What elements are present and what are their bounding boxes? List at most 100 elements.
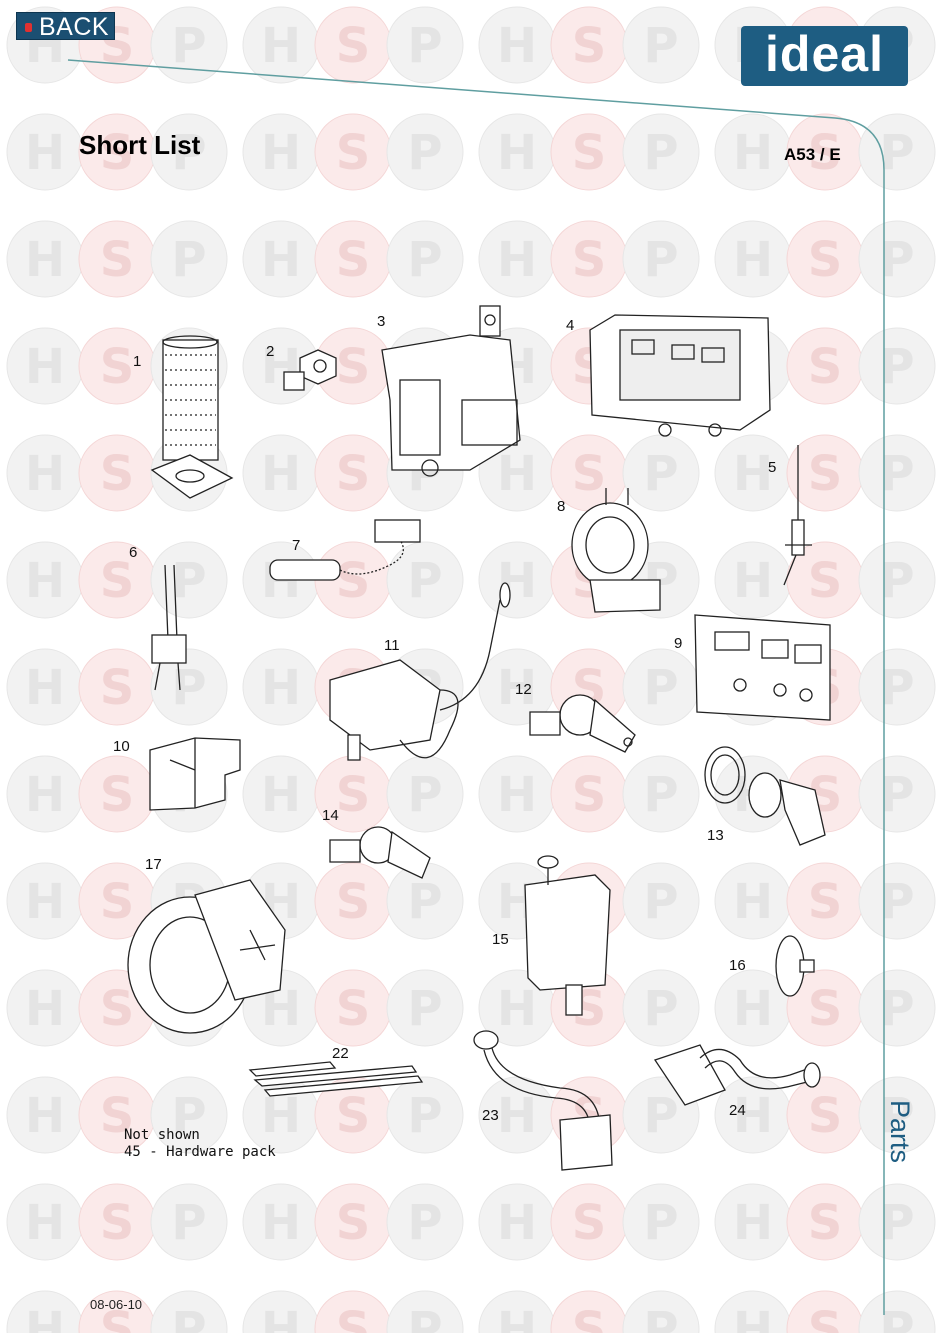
watermark-letter: S: [100, 660, 135, 716]
watermark-circle: [386, 969, 464, 1047]
note-line-1: Not shown: [124, 1127, 200, 1143]
watermark-letter: S: [808, 1088, 843, 1144]
part-24-pipe-bracket-icon[interactable]: [653, 1044, 821, 1106]
part-4-control-box-icon[interactable]: [589, 314, 771, 437]
watermark-letter: H: [261, 1302, 301, 1333]
watermark-circle: [150, 220, 228, 298]
watermark-circle: [622, 6, 700, 84]
watermark-letter: S: [808, 874, 843, 930]
part-number: 6: [129, 544, 137, 561]
watermark-letter: H: [733, 446, 773, 502]
watermark-letter: S: [100, 1302, 135, 1333]
watermark-letter: S: [572, 18, 607, 74]
watermark-letter: H: [733, 874, 773, 930]
watermark-circle: [386, 1183, 464, 1261]
watermark-letter: H: [25, 446, 65, 502]
watermark-letter: P: [643, 1088, 678, 1144]
watermark-circle: [858, 1290, 936, 1333]
part-23-pipe-icon[interactable]: [473, 1030, 613, 1171]
part-number: 7: [292, 537, 300, 554]
part-17-fan-icon[interactable]: [127, 879, 286, 1034]
part-14-limit-stat-icon[interactable]: [329, 826, 431, 879]
part-11-thermostat-icon[interactable]: [329, 582, 511, 761]
part-number: 17: [145, 856, 162, 873]
part-7-ignition-lead-icon[interactable]: [269, 519, 421, 581]
watermark-letter: P: [879, 446, 914, 502]
watermark-letter: P: [879, 553, 914, 609]
part-6-spark-electrode-icon[interactable]: [151, 564, 187, 691]
part-9-pcb-icon[interactable]: [694, 614, 831, 721]
watermark-letter: S: [336, 446, 371, 502]
watermark-letter: S: [100, 125, 135, 181]
watermark-circle: [622, 113, 700, 191]
watermark-circle: [622, 220, 700, 298]
watermark-circle: [150, 1183, 228, 1261]
part-3-gas-valve-icon[interactable]: [381, 305, 521, 477]
watermark-letter: S: [808, 1302, 843, 1333]
watermark-letter: S: [572, 1195, 607, 1251]
watermark-letter: P: [407, 125, 442, 181]
watermark-circle: [386, 1076, 464, 1154]
watermark-letter: S: [808, 339, 843, 395]
part-16-knob-icon[interactable]: [775, 935, 815, 997]
watermark-circle: [622, 862, 700, 940]
page-title: Short List: [79, 130, 201, 160]
watermark-letter: P: [643, 1195, 678, 1251]
watermark-letter: S: [100, 874, 135, 930]
watermark-letter: P: [643, 767, 678, 823]
watermark-letter: S: [808, 125, 843, 181]
watermark-circle: [858, 541, 936, 619]
watermark-circle: [386, 1290, 464, 1333]
watermark-letter: H: [497, 767, 537, 823]
watermark-letter: S: [336, 125, 371, 181]
watermark-circle: [150, 1076, 228, 1154]
watermark-letter: H: [25, 1195, 65, 1251]
part-13-sensor-coil-icon[interactable]: [704, 746, 826, 846]
watermark-letter: P: [643, 660, 678, 716]
watermark-letter: P: [407, 1195, 442, 1251]
watermark-letter: P: [407, 767, 442, 823]
watermark-circle: [386, 6, 464, 84]
part-2-injector-icon[interactable]: [283, 349, 337, 391]
part-15-vessel-icon[interactable]: [524, 855, 611, 1016]
part-22-seal-strips-icon[interactable]: [248, 1061, 424, 1097]
watermark-letter: S: [100, 553, 135, 609]
part-12-overheat-stat-icon[interactable]: [529, 694, 636, 753]
watermark-circle: [622, 1183, 700, 1261]
brand-logo: ideal: [741, 26, 908, 86]
watermark-letter: H: [497, 18, 537, 74]
watermark-letter: H: [25, 339, 65, 395]
part-10-bracket-icon[interactable]: [149, 737, 241, 811]
part-number: 8: [557, 498, 565, 515]
watermark-circle: [858, 113, 936, 191]
watermark-letter: P: [643, 1302, 678, 1333]
watermark-letter: P: [643, 446, 678, 502]
watermark-circle: [386, 113, 464, 191]
side-tab-parts[interactable]: Parts: [885, 1100, 915, 1164]
watermark-circle: [150, 648, 228, 726]
watermark-circle: [150, 1290, 228, 1333]
part-number: 13: [707, 827, 724, 844]
watermark-letter: P: [879, 660, 914, 716]
watermark-letter: S: [336, 981, 371, 1037]
watermark-circle: [858, 969, 936, 1047]
back-button[interactable]: BACK: [16, 12, 115, 41]
watermark-letter: H: [497, 981, 537, 1037]
watermark-circle: [622, 755, 700, 833]
watermark-letter: S: [808, 232, 843, 288]
part-5-electrode-icon[interactable]: [783, 445, 812, 586]
part-8-pressure-switch-icon[interactable]: [571, 488, 661, 613]
watermark-letter: S: [808, 981, 843, 1037]
watermark-letter: H: [497, 1195, 537, 1251]
watermark-letter: P: [407, 1302, 442, 1333]
part-1-burner-icon[interactable]: [150, 335, 234, 499]
document-date: 08-06-10: [90, 1297, 143, 1312]
watermark-letter: S: [336, 553, 371, 609]
watermark-letter: H: [733, 553, 773, 609]
part-number: 12: [515, 681, 532, 698]
back-arrow-icon: [25, 23, 32, 32]
part-number: 10: [113, 738, 130, 755]
watermark-letter: S: [572, 232, 607, 288]
